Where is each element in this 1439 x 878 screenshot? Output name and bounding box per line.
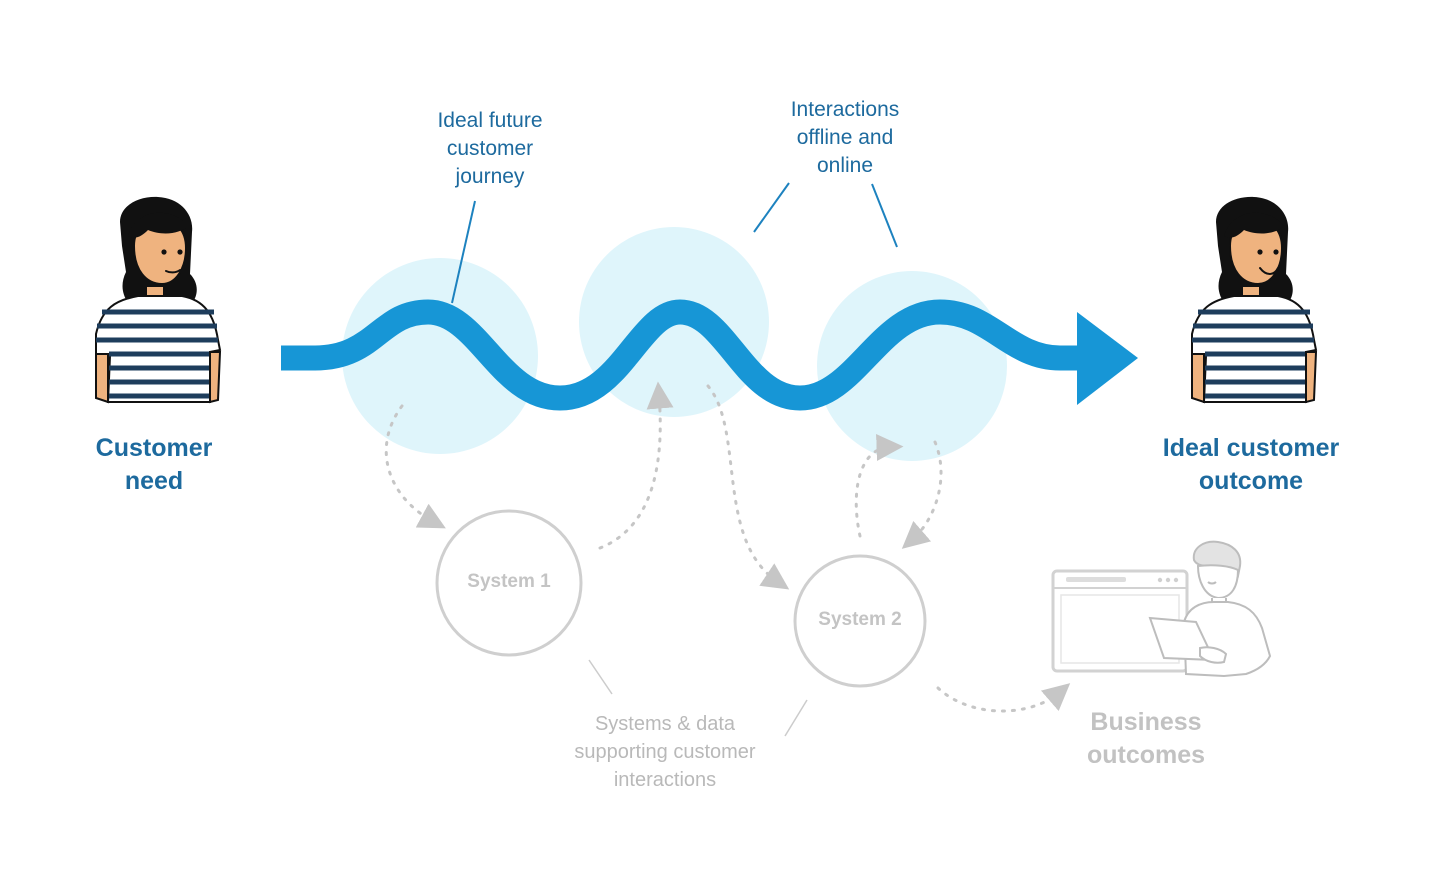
woman-customer-figure (95, 196, 222, 404)
leader-line-interactions-right (871, 183, 898, 248)
flow-arrow-3 (706, 384, 790, 590)
man-with-tablet-figure (1148, 540, 1272, 678)
journey-arrowhead (1077, 312, 1138, 405)
system-1-node (435, 509, 583, 657)
flow-arrow-5 (901, 440, 943, 549)
label-ideal-customer-outcome: Ideal customer outcome (1162, 434, 1340, 495)
flow-arrow-2 (598, 381, 674, 550)
leader-line-systems-left (588, 659, 613, 695)
system-2-node (793, 554, 927, 688)
leader-line-interactions-left (753, 182, 790, 233)
browser-window-icon (1051, 569, 1189, 673)
leader-line-systems-right (784, 699, 808, 737)
system-2-label: System 2 (818, 609, 902, 630)
leader-line-journey (451, 200, 476, 304)
journey-wave-arrow (281, 299, 1080, 411)
label-systems-data: Systems & data supporting customer inter… (574, 713, 756, 791)
label-interactions: Interactions offline and online (790, 98, 900, 177)
label-customer-need: Customer need (95, 434, 213, 495)
label-business-outcomes: Business outcomes (1086, 708, 1206, 769)
label-ideal-future-journey: Ideal future customer journey (437, 109, 543, 188)
flow-arrow-4 (854, 433, 904, 538)
woman-outcome-figure (1191, 196, 1318, 404)
system-1-label: System 1 (467, 571, 551, 592)
flow-arrow-1 (384, 404, 446, 529)
interaction-bubble-1 (342, 258, 538, 454)
flow-arrow-6 (936, 683, 1071, 713)
